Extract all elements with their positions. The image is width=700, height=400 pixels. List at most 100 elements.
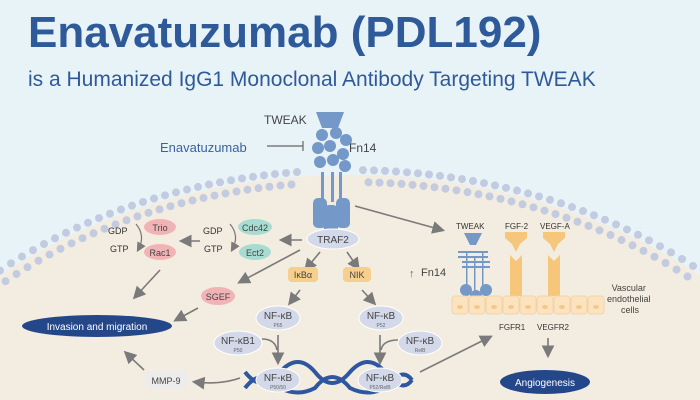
lipid-head (502, 183, 510, 192)
lipid-head (45, 250, 54, 259)
rac1-node (144, 244, 176, 260)
lipid-head (78, 234, 87, 243)
lipid-head (634, 230, 642, 239)
vegfa-vegfr2-icon (543, 232, 565, 296)
svg-text:NF-κB: NF-κB (264, 311, 293, 322)
gdp-gtp-arrow (135, 223, 146, 253)
enavatuzumab-label[interactable]: Enavatuzumab (160, 140, 247, 155)
nfkb-p52-node: NF-κB P52 (358, 305, 404, 331)
lipid-head (683, 272, 692, 281)
lipid-head (678, 255, 686, 264)
lipid-head (216, 178, 224, 187)
lipid-head (513, 186, 521, 195)
svg-text:NF-κB: NF-κB (367, 311, 396, 322)
ikba-node (288, 267, 318, 282)
invasion-migration-label: Invasion and migration (47, 322, 148, 333)
svg-text:NF-κB1: NF-κB1 (221, 336, 255, 347)
ect2-label: Ect2 (246, 248, 264, 258)
svg-text:P65: P65 (274, 323, 283, 329)
lipid-head (584, 221, 593, 230)
lipid-head (606, 231, 615, 240)
lipid-head (656, 242, 664, 251)
lipid-head (12, 269, 21, 278)
lipid-head (430, 183, 439, 192)
lipid-head (414, 169, 422, 178)
lipid-head (474, 190, 483, 199)
lipid-head (485, 192, 494, 201)
nfkb-p50-50-node: NF-κB P50/50 (255, 367, 301, 393)
fgf2-fgfr1-icon (505, 232, 527, 296)
lipid-head (667, 248, 675, 257)
lipid-head (188, 196, 197, 205)
ect2-node (239, 244, 271, 260)
lipid-head (238, 174, 246, 183)
angiogenesis-label: Angiogenesis (515, 378, 575, 389)
lipid-head (617, 236, 626, 245)
lipid-head (1, 277, 10, 286)
lipid-head (568, 203, 576, 212)
tweak-fn14-receptor-icon (458, 233, 492, 302)
lipid-head (447, 173, 455, 182)
vegfr2-label: VEGFR2 (537, 323, 570, 332)
cell-nucleus (508, 305, 514, 309)
lipid-head (672, 265, 681, 274)
tweak-fn14-complex-icon (312, 112, 352, 235)
lipid-head (89, 229, 98, 238)
lipid-head (95, 214, 103, 223)
lipid-head (551, 210, 560, 219)
svg-text:NF-κB: NF-κB (366, 373, 395, 384)
lipid-head (40, 240, 48, 249)
rac1-label: Rac1 (149, 248, 170, 258)
gdp-gtp-arrow (229, 223, 240, 253)
fn14-upregulation-label: Fn14 (421, 267, 446, 279)
lipid-head (18, 252, 26, 261)
nfkb-p65-node: NF-κB P65 (255, 305, 301, 331)
lipid-head (612, 220, 620, 229)
gtp-label: GTP (110, 244, 129, 254)
lipid-head (260, 171, 268, 180)
ikba-label: IκBα (294, 270, 312, 280)
lipid-head (370, 166, 378, 175)
cell-nucleus (474, 305, 480, 309)
lipid-head (403, 168, 411, 177)
lipid-head (469, 176, 477, 185)
lipid-head (661, 258, 670, 267)
merge-line (261, 338, 278, 351)
lipid-head (463, 188, 472, 197)
svg-text:P50: P50 (234, 348, 243, 354)
lipid-head (128, 201, 136, 210)
lipid-head (645, 236, 653, 245)
vegfa-label: VEGF-A (540, 222, 570, 231)
cdc42-node (238, 219, 272, 235)
lipid-head (106, 209, 114, 218)
lipid-head (595, 226, 604, 235)
lipid-head (221, 189, 230, 198)
lipid-head (381, 166, 389, 175)
lipid-head (150, 194, 158, 203)
merge-line (380, 339, 399, 351)
lipid-head (144, 208, 153, 217)
lipid-head (117, 205, 125, 214)
lipid-head (441, 184, 450, 193)
lipid-head (29, 246, 37, 255)
lipid-head (7, 259, 15, 268)
lipid-head (364, 178, 373, 187)
tweak-label: TWEAK (456, 222, 485, 231)
lipid-head (507, 197, 516, 206)
lipid-head (122, 216, 131, 225)
lipid-head (84, 218, 92, 227)
lipid-head (425, 170, 433, 179)
lipid-head (689, 261, 697, 270)
cell-nucleus (559, 305, 565, 309)
nfkb-p52-relb-node: NF-κB P52/RelB (357, 367, 403, 393)
lipid-head (194, 182, 202, 191)
svg-text:P50/50: P50/50 (270, 385, 286, 391)
lipid-head (67, 239, 76, 248)
nfkb-relb-node: NF-κB RelB (397, 330, 443, 356)
cell-nucleus (593, 305, 599, 309)
lipid-head (573, 217, 582, 226)
lipid-head (496, 194, 505, 203)
mmp9-label: MMP-9 (152, 376, 181, 386)
lipid-head (51, 234, 59, 243)
